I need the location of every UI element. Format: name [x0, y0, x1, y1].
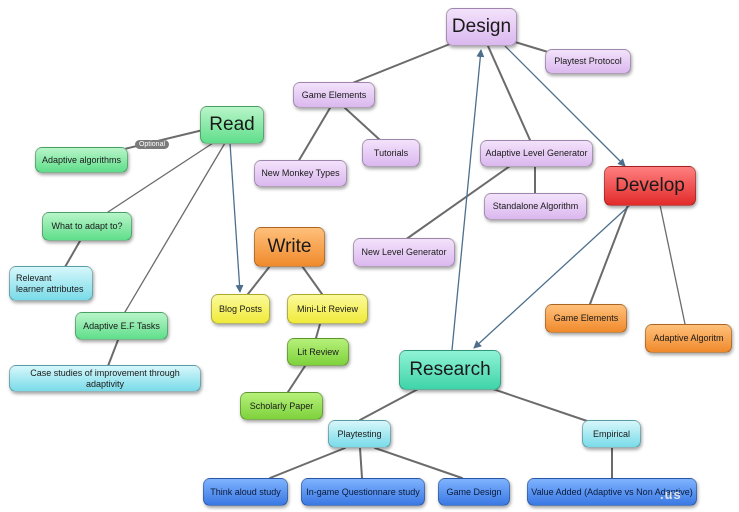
- node-standalone-algorithm[interactable]: Standalone Algorithm: [484, 193, 587, 220]
- link-research-empirical: [489, 387, 591, 423]
- watermark: .us: [660, 487, 682, 502]
- node-game-elements-develop[interactable]: Game Elements: [545, 304, 627, 333]
- node-scholarly-paper[interactable]: Scholarly Paper: [240, 392, 323, 420]
- link-design-adaptive-level: [487, 45, 531, 141]
- node-adaptive-ef-tasks[interactable]: Adaptive E.F Tasks: [75, 312, 168, 340]
- link-write-minilit: [301, 265, 323, 295]
- node-playtesting[interactable]: Playtesting: [328, 420, 391, 448]
- node-think-aloud-study[interactable]: Think aloud study: [203, 478, 288, 506]
- node-adaptive-algorithms[interactable]: Adaptive algorithms: [35, 147, 128, 173]
- node-what-to-adapt[interactable]: What to adapt to?: [42, 212, 132, 241]
- link-read-adaptive-ef: [124, 142, 226, 313]
- node-tutorials[interactable]: Tutorials: [362, 139, 420, 167]
- node-adaptive-algoritm[interactable]: Adaptive Algoritm: [645, 324, 732, 353]
- link-design-game-elements: [339, 37, 466, 89]
- link-adaptive-ef-case: [107, 339, 119, 367]
- node-game-elements-top[interactable]: Game Elements: [293, 82, 375, 108]
- node-new-monkey-types[interactable]: New Monkey Types: [254, 160, 347, 187]
- arrow-develop-research: [473, 204, 631, 349]
- node-mini-lit-review[interactable]: Mini-Lit Review: [287, 294, 368, 324]
- node-adaptive-level-generator[interactable]: Adaptive Level Generator: [480, 140, 593, 167]
- link-playtesting-gamedesign: [374, 447, 463, 479]
- node-design[interactable]: Design: [446, 8, 517, 46]
- link-adaptive-level-new: [404, 165, 511, 241]
- link-playtesting-questionnare: [359, 447, 363, 479]
- link-what-to-adapt-relevant: [64, 240, 81, 268]
- node-blog-posts[interactable]: Blog Posts: [211, 294, 270, 324]
- link-design-playtest: [514, 41, 549, 53]
- node-value-added[interactable]: Value Added (Adaptive vs Non Adaptive): [527, 478, 697, 506]
- node-write[interactable]: Write: [254, 227, 325, 267]
- node-new-level-generator[interactable]: New Level Generator: [353, 238, 455, 267]
- link-minilit-litreview: [315, 323, 321, 339]
- node-read[interactable]: Read: [200, 106, 264, 144]
- link-litreview-scholarly: [287, 365, 306, 393]
- link-read-what-to-adapt: [107, 142, 214, 213]
- node-develop[interactable]: Develop: [604, 166, 696, 206]
- link-playtesting-think: [269, 447, 346, 479]
- node-research[interactable]: Research: [399, 350, 501, 390]
- node-relevant-learner-attributes[interactable]: Relevant learner attributes: [9, 266, 93, 301]
- node-case-studies[interactable]: Case studies of improvement through adap…: [9, 365, 201, 392]
- node-game-design[interactable]: Game Design: [438, 478, 510, 506]
- optional-badge: Optional: [135, 140, 169, 149]
- arrow-design-develop: [504, 45, 626, 167]
- node-playtest-protocol[interactable]: Playtest Protocol: [545, 49, 631, 74]
- link-research-playtesting: [359, 387, 421, 421]
- arrow-research-design: [451, 49, 485, 351]
- relevant-learner-label: Relevant learner attributes: [16, 273, 84, 294]
- node-empirical[interactable]: Empirical: [582, 420, 641, 448]
- link-game-elements-tutorials: [344, 107, 381, 141]
- link-develop-game-elements: [589, 204, 629, 305]
- arrow-read-blog: [229, 142, 244, 293]
- link-game-elements-monkey: [297, 107, 331, 163]
- node-ingame-questionnare-study[interactable]: In-game Questionnare study: [301, 478, 425, 506]
- node-lit-review[interactable]: Lit Review: [287, 338, 349, 366]
- link-develop-adaptive-algoritm: [659, 204, 686, 325]
- link-write-blog: [247, 265, 271, 295]
